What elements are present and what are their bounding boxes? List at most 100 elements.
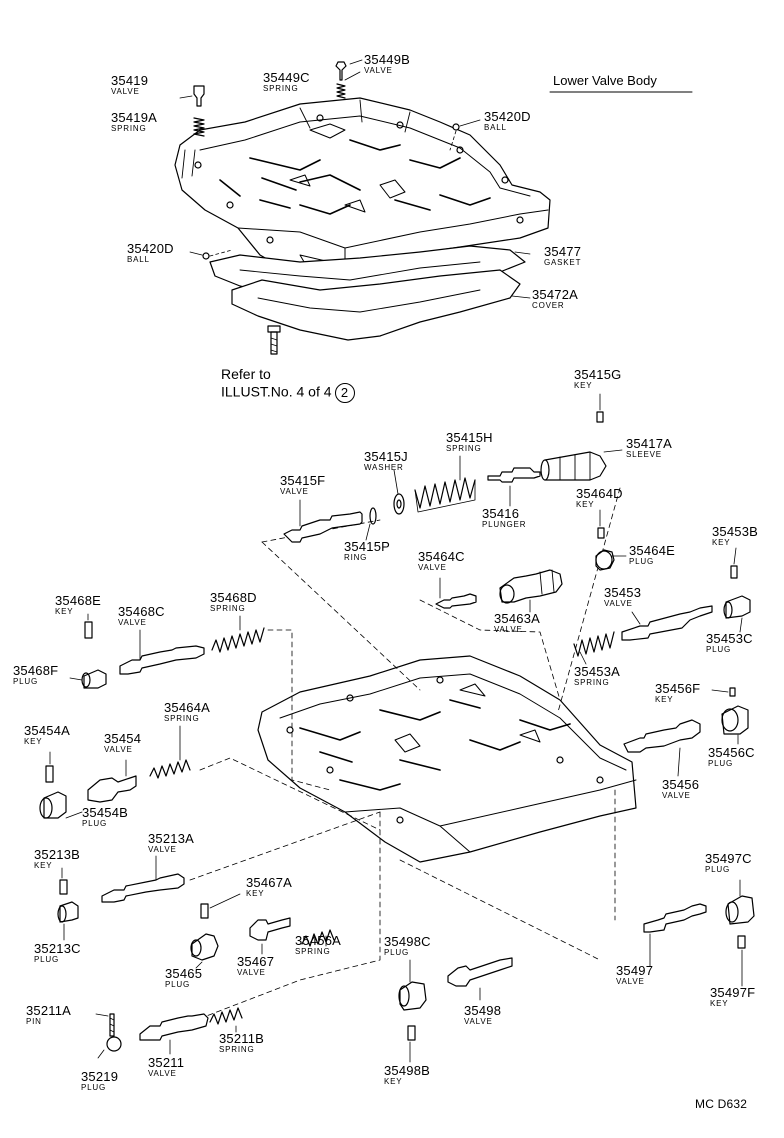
- part-number: 35467A: [246, 875, 293, 890]
- part-number: 35219: [81, 1069, 119, 1084]
- spring-35419A: [193, 117, 205, 137]
- part-number: 35449C: [263, 70, 310, 85]
- key-35453B: [730, 565, 738, 579]
- part-number: 35456C: [708, 745, 755, 760]
- cover: [231, 269, 521, 341]
- part-name: PLUG: [34, 955, 59, 964]
- plug-35219: [106, 1036, 122, 1052]
- part-name: WASHER: [364, 463, 404, 472]
- part-name: VALVE: [148, 1069, 177, 1078]
- plug-35213C: [59, 901, 79, 923]
- part-name: KEY: [576, 500, 595, 509]
- alignment-lines: [169, 487, 661, 1031]
- valve-body-upper: [174, 97, 551, 279]
- part-number: 35211B: [219, 1031, 265, 1046]
- spring-35456A: [301, 929, 335, 947]
- part-name: VALVE: [616, 977, 645, 986]
- reference-circle: 2: [334, 383, 355, 403]
- part-name: VALVE: [662, 791, 691, 800]
- part-name: KEY: [710, 999, 729, 1008]
- valve-35449B: [335, 61, 347, 81]
- plug-35464E: [595, 549, 615, 571]
- part-number: 35465: [165, 966, 203, 981]
- spring-35468D: [211, 627, 265, 653]
- part-number: 35453A: [574, 664, 621, 679]
- spring-35449C: [336, 83, 346, 99]
- part-number: 35456A: [295, 933, 342, 948]
- part-number: 35213A: [148, 831, 195, 846]
- footer-code: MC D632: [695, 1097, 748, 1111]
- part-name: VALVE: [104, 745, 133, 754]
- part-number: 35454A: [24, 723, 71, 738]
- part-name: VALVE: [364, 66, 393, 75]
- valve-35213A: [101, 873, 185, 903]
- part-name: VALVE: [418, 563, 447, 572]
- part-number: 35456F: [655, 681, 701, 696]
- part-number: 35453: [604, 585, 642, 600]
- key-35464D: [597, 527, 605, 539]
- key-35498B: [407, 1025, 416, 1041]
- valve-35419: [193, 85, 205, 107]
- part-name: BALL: [484, 123, 507, 132]
- part-name: VALVE: [237, 968, 266, 977]
- part-name: KEY: [34, 861, 53, 870]
- part-number: 35467: [237, 954, 275, 969]
- part-number: 35453B: [712, 524, 759, 539]
- part-name: PLUG: [705, 865, 730, 874]
- sleeve-35417A: [544, 451, 607, 481]
- key-35415G: [596, 411, 604, 423]
- part-number: 35463A: [494, 611, 541, 626]
- part-name: SPRING: [219, 1045, 255, 1054]
- reference-line1: Refer to: [221, 366, 271, 382]
- leader-lines: [49, 393, 743, 1063]
- plug-35498C: [399, 981, 427, 1011]
- part-name: KEY: [712, 538, 731, 547]
- part-name: PLUG: [384, 948, 409, 957]
- part-name: VALVE: [148, 845, 177, 854]
- valve-35467: [249, 917, 291, 941]
- part-number: 35497C: [705, 851, 752, 866]
- part-number: 35468F: [13, 663, 59, 678]
- part-name: PLUG: [13, 677, 38, 686]
- part-number: 35213B: [34, 847, 81, 862]
- part-number: 35453C: [706, 631, 753, 646]
- part-number: 35498B: [384, 1063, 431, 1078]
- part-number: 35415H: [446, 430, 493, 445]
- part-number: 35468E: [55, 593, 102, 608]
- part-number: 35464E: [629, 543, 676, 558]
- part-name: PLUG: [82, 819, 107, 828]
- plug-35456C: [721, 705, 749, 735]
- part-number: 35464A: [164, 700, 211, 715]
- part-number: 35454B: [82, 805, 129, 820]
- valve-35456: [623, 719, 701, 753]
- key-35456F: [729, 687, 736, 697]
- part-number: 35211A: [26, 1003, 72, 1018]
- part-name: VALVE: [118, 618, 147, 627]
